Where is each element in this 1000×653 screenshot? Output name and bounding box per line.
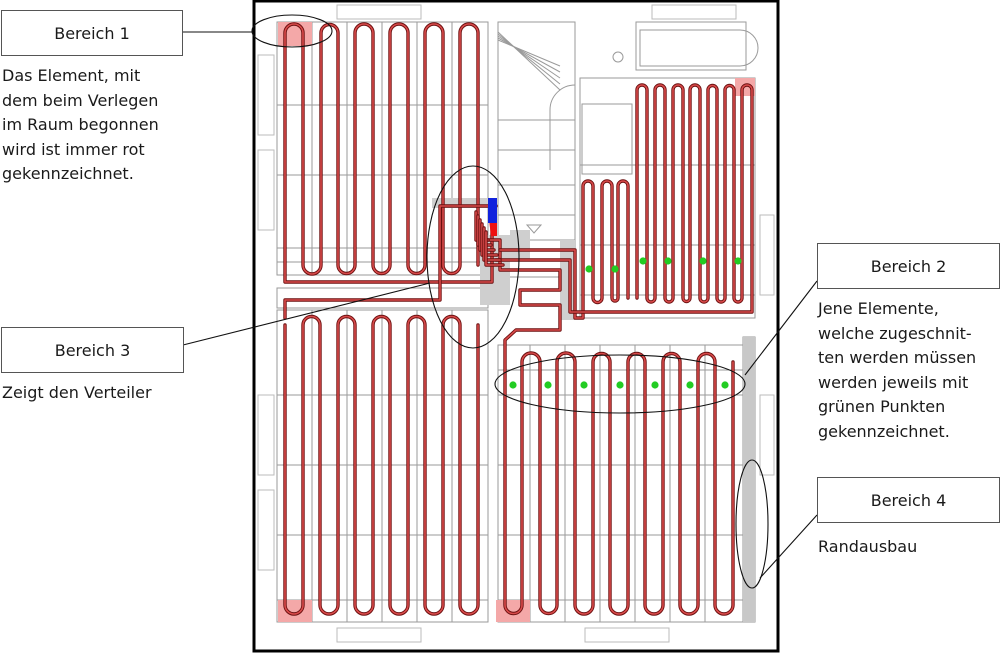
room-outline	[635, 21, 747, 71]
cut-marker-dot	[639, 257, 647, 265]
ellipse-bereich-3	[426, 165, 520, 349]
stair-line	[497, 31, 561, 91]
window	[651, 4, 737, 20]
stair-line	[497, 37, 561, 73]
stair-arrow	[525, 224, 543, 234]
cut-marker-dot	[734, 257, 742, 265]
callout-box-bereich-2: Bereich 2	[817, 243, 1000, 289]
ellipse-bereich-2	[494, 354, 746, 414]
start-element	[496, 600, 530, 622]
edge-strip	[743, 337, 755, 622]
window	[257, 394, 275, 476]
manifold-return	[488, 198, 497, 223]
pipe-circuit-room-4b-outline	[494, 83, 754, 314]
stair-curve	[549, 84, 576, 170]
manifold-area	[432, 198, 494, 208]
callout-text-bereich-3: Zeigt den Verteiler	[2, 383, 152, 402]
pipe-circuit-room-1-outline	[283, 22, 494, 284]
callout-title: Bereich 1	[54, 23, 130, 43]
room-outline	[276, 287, 489, 309]
cut-marker-dot	[585, 265, 593, 273]
cut-markers	[509, 257, 742, 389]
window	[759, 394, 775, 476]
pipe-circuit-room-2	[284, 315, 479, 615]
stair-line	[497, 35, 561, 79]
cut-marker-dot	[580, 381, 588, 389]
toilet	[612, 51, 624, 63]
plan-frame	[252, 0, 780, 653]
manifold-area	[510, 230, 530, 260]
leader-line-3	[182, 282, 431, 346]
window	[336, 4, 422, 20]
leader-line-2	[744, 280, 818, 376]
room-outline	[579, 77, 756, 319]
heating-pipes	[283, 22, 754, 616]
window	[584, 627, 670, 643]
window	[257, 489, 275, 571]
cut-marker-dot	[664, 257, 672, 265]
pipe-circuit-room-1	[284, 23, 493, 283]
ellipse-bereich-4	[735, 459, 769, 589]
cut-marker-dot	[651, 381, 659, 389]
cut-marker-dot	[686, 381, 694, 389]
manifold-pipe	[479, 219, 495, 251]
cut-marker-dot	[721, 381, 729, 389]
callout-text-bereich-2: Jene Elemente, welche zugeschnit- ten we…	[818, 299, 977, 441]
cut-marker-dot	[544, 381, 552, 389]
pipe-circuit-room-4b	[495, 84, 753, 313]
stair-line	[497, 33, 561, 85]
manifold-pipe	[485, 231, 504, 266]
callout-box-bereich-1: Bereich 1	[1, 10, 183, 56]
bathtub	[639, 29, 759, 67]
callout-box-bereich-4: Bereich 4	[817, 477, 1000, 523]
callout-text-bereich-1: Das Element, mit dem beim Verlegen im Ra…	[2, 66, 159, 183]
cut-marker-dot	[611, 265, 619, 273]
manifold-area	[560, 240, 575, 320]
callout-text-bereich-4: Randausbau	[818, 537, 918, 556]
window	[257, 149, 275, 231]
stair-line	[497, 39, 561, 67]
callout-title: Bereich 2	[870, 256, 947, 276]
manifold-pipe	[483, 227, 501, 261]
leader-line-4	[759, 514, 818, 579]
callout-title: Bereich 4	[870, 490, 947, 510]
manifold-pipe	[481, 223, 498, 256]
window	[759, 214, 775, 296]
callout-ellipses	[182, 14, 818, 589]
callout-title: Bereich 3	[54, 340, 131, 360]
window	[257, 54, 275, 136]
cut-marker-dot	[616, 381, 624, 389]
callout-box-bereich-3: Bereich 3	[1, 327, 184, 373]
cut-marker-dot	[699, 257, 707, 265]
room-outline	[581, 103, 633, 175]
window	[336, 627, 422, 643]
start-element	[278, 600, 312, 622]
ellipse-bereich-1	[251, 14, 333, 48]
cut-marker-dot	[509, 381, 517, 389]
pipe-feed-room-2	[284, 205, 497, 319]
